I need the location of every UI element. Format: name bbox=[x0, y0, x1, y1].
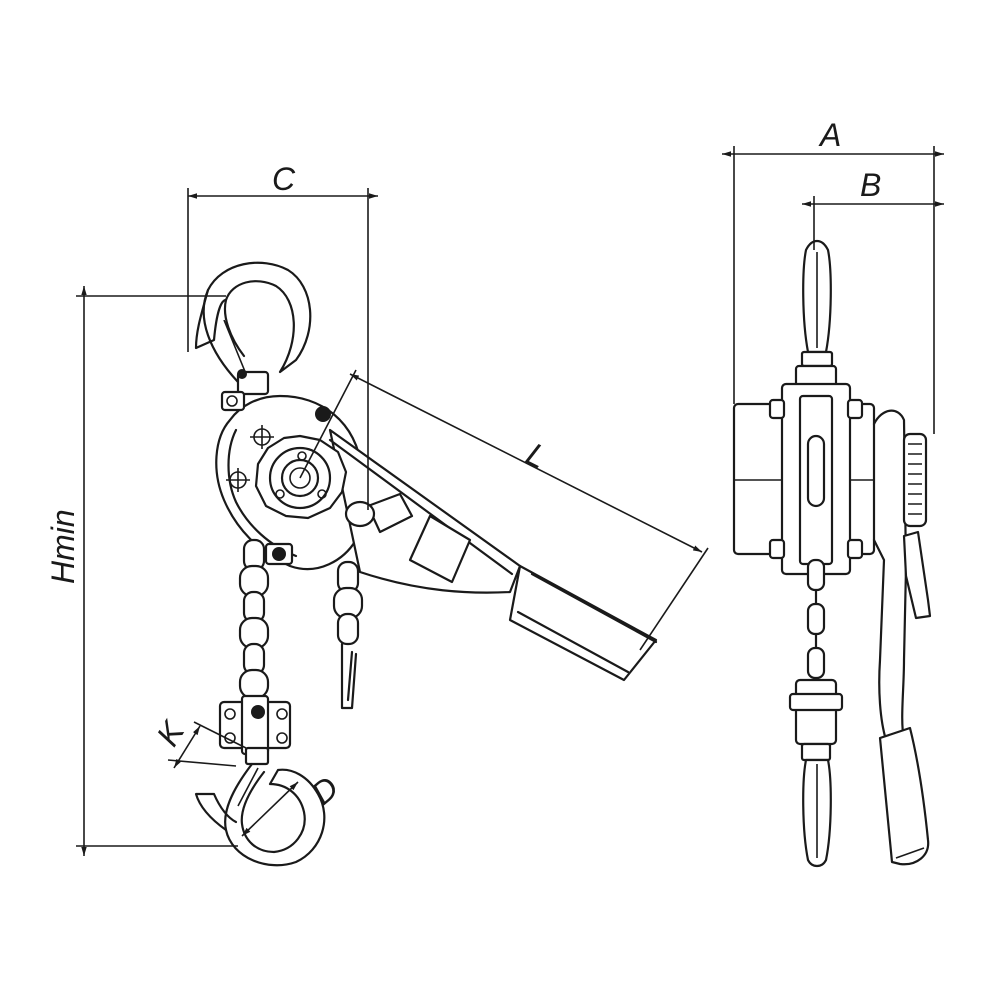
bottom-hook bbox=[194, 762, 326, 867]
dimension-l bbox=[299, 369, 709, 651]
dimension-a bbox=[722, 146, 944, 434]
label-c: C bbox=[272, 161, 296, 197]
top-hook bbox=[194, 261, 312, 396]
load-chain bbox=[238, 538, 270, 700]
front-view bbox=[722, 146, 944, 868]
slack-chain bbox=[332, 560, 364, 710]
front-load-chain bbox=[806, 558, 826, 680]
front-top-hook bbox=[800, 239, 834, 368]
bottom-hook-block bbox=[218, 694, 292, 766]
front-housing bbox=[732, 364, 876, 576]
label-d: D bbox=[304, 769, 345, 811]
label-a: A bbox=[818, 117, 841, 153]
dimension-b bbox=[802, 196, 944, 250]
label-l: L bbox=[521, 435, 553, 475]
label-k: K bbox=[149, 714, 192, 753]
label-hmin: Hmin bbox=[45, 509, 81, 584]
lever-handle bbox=[328, 428, 658, 682]
bolt-crosshair-1 bbox=[250, 425, 274, 449]
dimension-k bbox=[167, 721, 247, 769]
dimension-hmin bbox=[76, 286, 238, 856]
front-bottom-block bbox=[788, 678, 844, 762]
front-lever bbox=[872, 409, 932, 866]
bolt-crosshair-2 bbox=[226, 468, 250, 492]
dimension-d bbox=[241, 781, 299, 837]
front-bottom-hook bbox=[802, 758, 832, 868]
side-view bbox=[76, 188, 709, 867]
label-b: B bbox=[860, 167, 881, 203]
